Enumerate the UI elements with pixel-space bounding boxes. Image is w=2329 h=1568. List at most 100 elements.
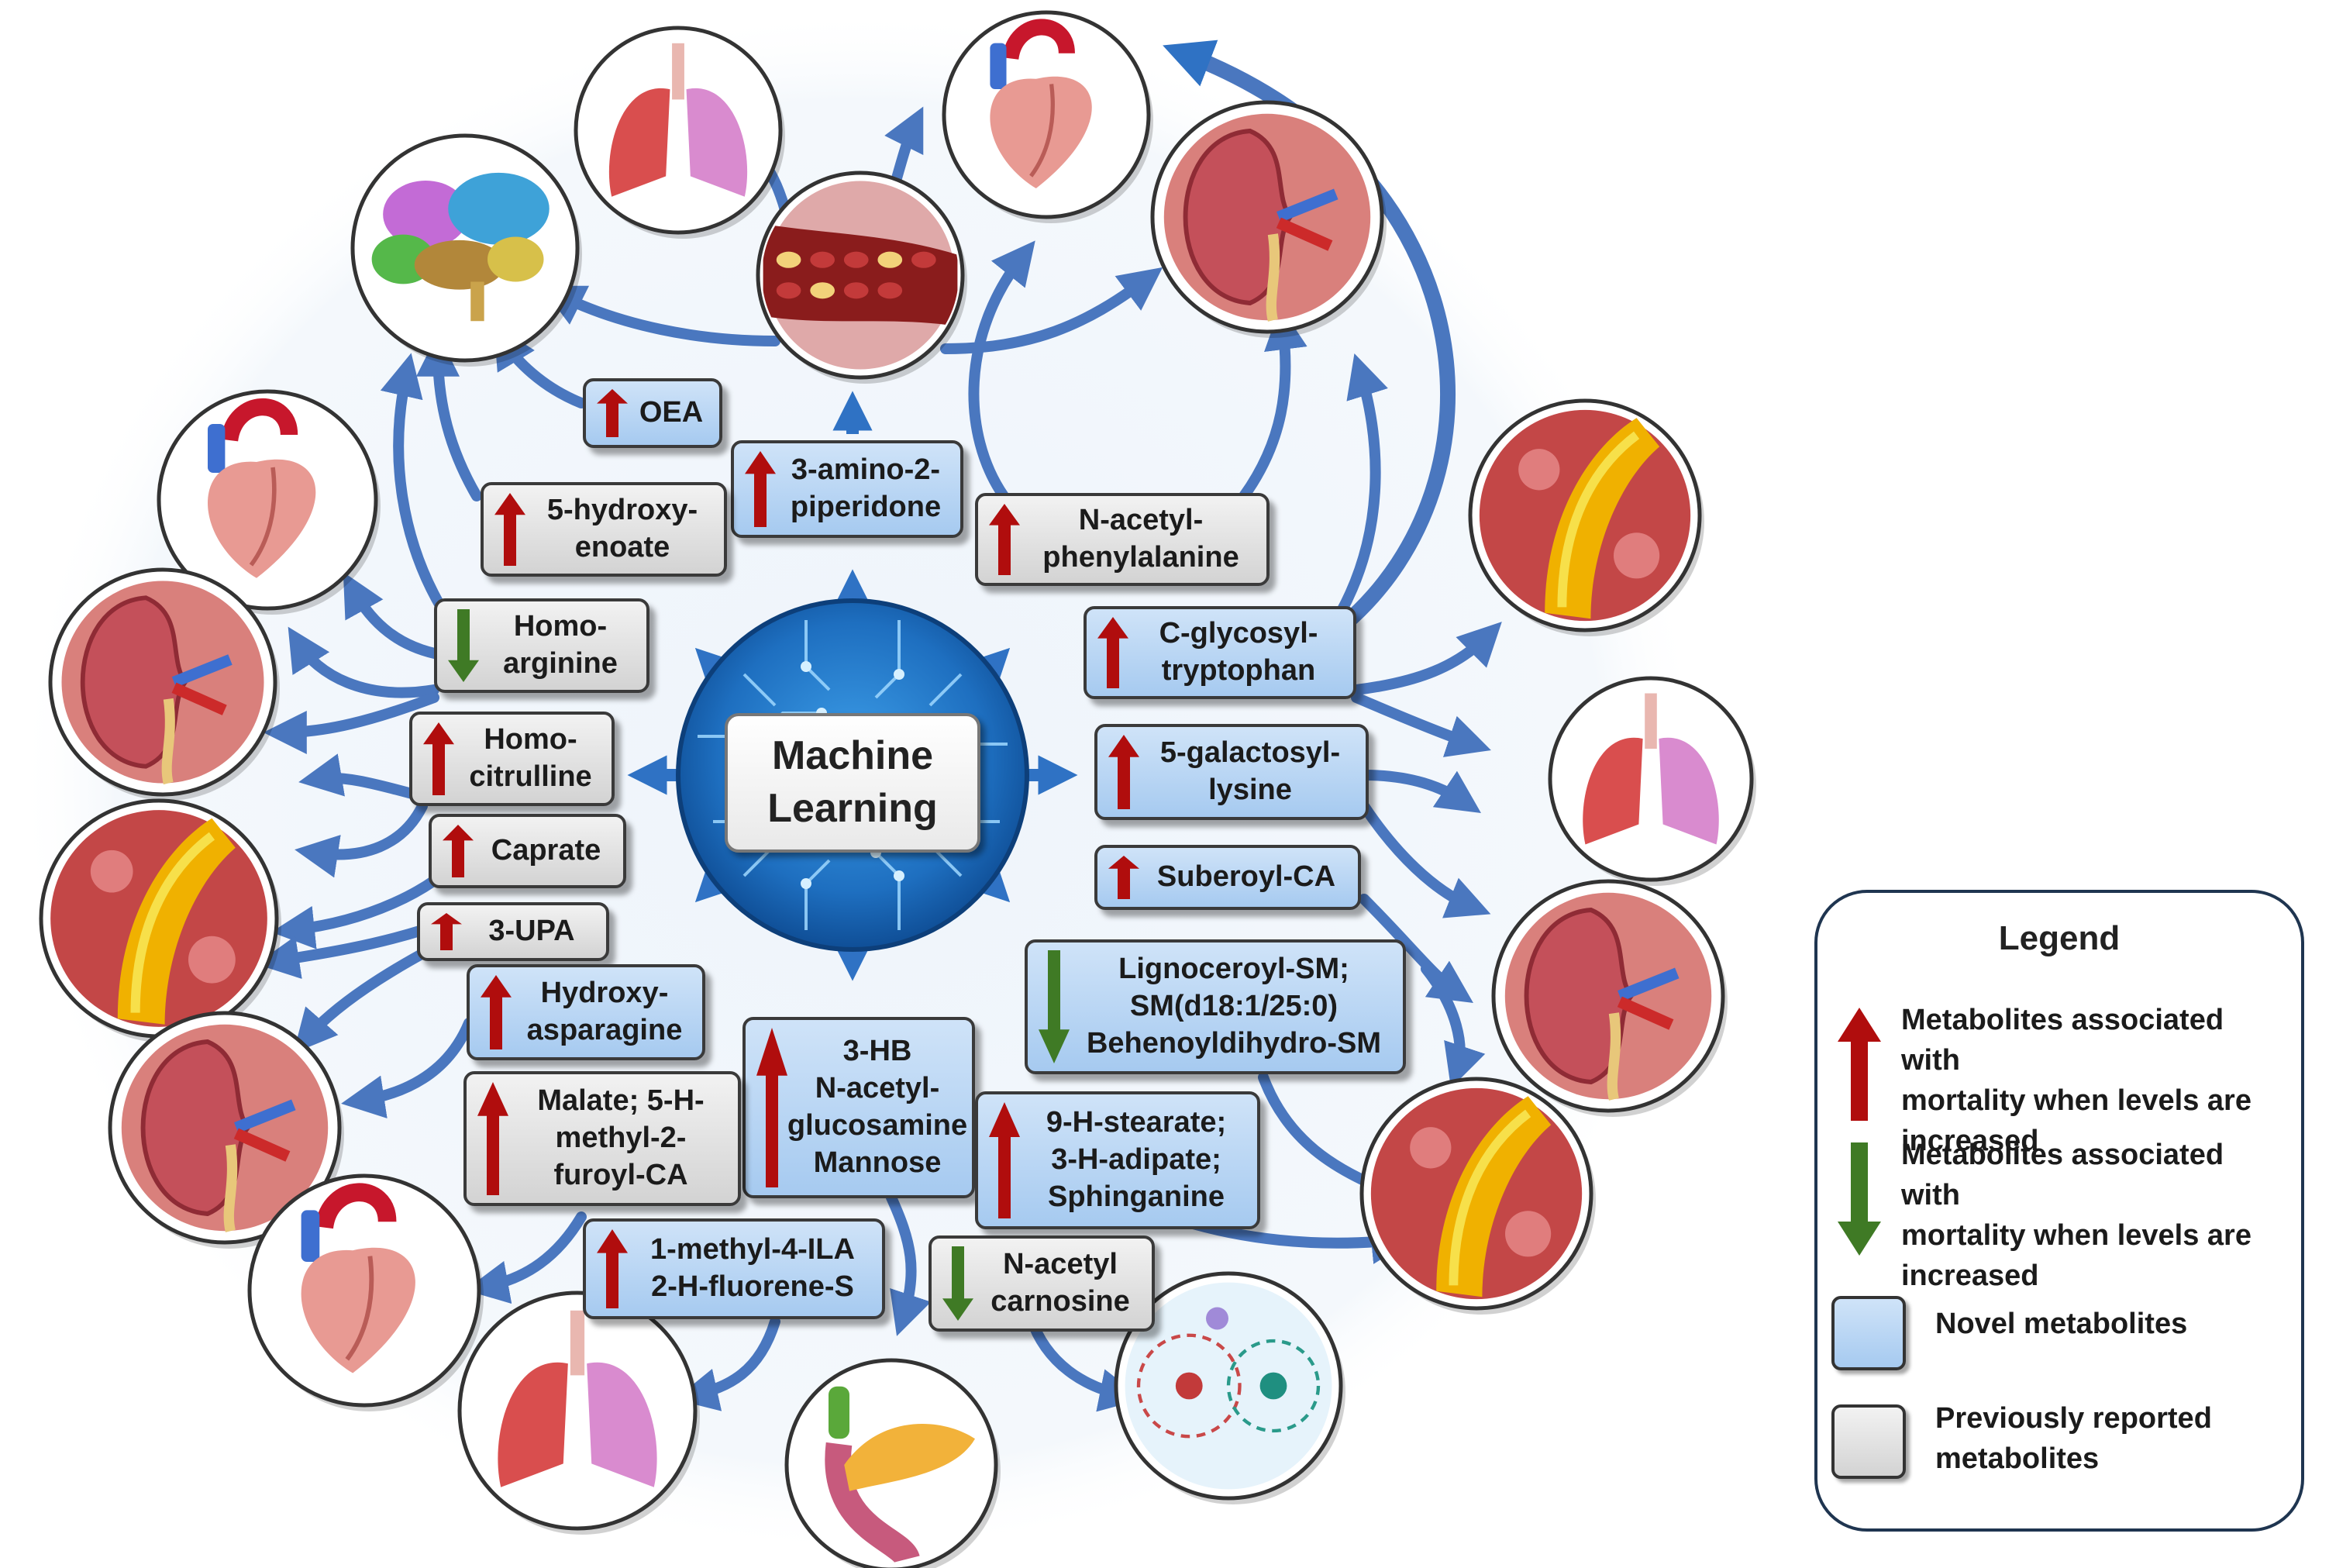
down-arrow-icon <box>448 609 479 682</box>
arrow-glycosyl-artery-right-top <box>1351 622 1502 695</box>
arrow-homoarginine-heart-left <box>343 571 447 660</box>
legend-item-novel-text: Novel metabolites <box>1935 1308 2188 1340</box>
machine-learning-label: Machine Learning <box>725 713 980 853</box>
artery-plaque-icon <box>39 798 281 1042</box>
arrow-homoarginine-kidney-left <box>288 626 439 698</box>
up-arrow-icon <box>431 913 462 950</box>
up-arrow-icon <box>989 504 1020 575</box>
artery-plaque-icon <box>1359 1077 1596 1315</box>
metabolite-box-hydroxy-asparagine: Hydroxy- asparagine <box>467 964 705 1060</box>
metabolite-label: OEA <box>639 396 704 429</box>
arrow-malate-heart-bottom <box>465 1211 587 1304</box>
up-arrow-icon <box>423 722 454 795</box>
kidney-icon <box>1150 100 1387 338</box>
heart-icon <box>157 389 381 615</box>
blood-vessel-icon <box>756 171 967 384</box>
metabolite-box-suberoyl-ca: Suberoyl-CA <box>1094 845 1361 910</box>
legend-item-down-text: Metabolites associated with mortality wh… <box>1901 1139 2251 1293</box>
down-arrow-icon <box>942 1246 973 1321</box>
arrow-kidney-right-artery-right <box>1421 963 1486 1088</box>
metabolite-label: Caprate <box>491 834 601 867</box>
up-arrow-icon <box>494 493 525 566</box>
metabolite-box-oea: OEA <box>583 378 722 448</box>
metabolite-box-glycosyl-tryptophan: C-glycosyl- tryptophan <box>1084 606 1356 699</box>
metabolite-box-acetyl-carnosine: N-acetyl carnosine <box>928 1235 1155 1332</box>
up-arrow-icon <box>1097 617 1128 688</box>
metabolite-box-caprate: Caprate <box>429 814 626 888</box>
up-arrow-icon <box>481 975 512 1049</box>
metabolite-box-hydroxy-enoate: 5-hydroxy- enoate <box>481 482 727 577</box>
metabolite-box-galactosyl-lysine: 5-galactosyl- lysine <box>1094 724 1369 820</box>
arrow-acetylphenylalanine-heart <box>968 240 1035 501</box>
heart-icon <box>247 1173 484 1411</box>
arrow-suberoyl-kidney-right <box>1359 894 1473 1003</box>
arrow-galactosyl-kidney-right <box>1359 801 1491 918</box>
metabolite-label: C-glycosyl- tryptophan <box>1159 617 1318 687</box>
legend-item-previous-text: Previously reported metabolites <box>1935 1402 2212 1476</box>
metabolite-label: 3-HB N-acetyl- glucosamine Mannose <box>787 1035 968 1179</box>
metabolite-label: 5-galactosyl- lysine <box>1159 736 1341 806</box>
metabolite-label: Malate; 5-H- methyl-2- furoyl-CA <box>537 1084 705 1191</box>
lung-icon <box>457 1291 700 1535</box>
arrow-hydroxyenoate-brain <box>416 333 482 501</box>
lung-icon <box>1548 676 1756 886</box>
arrow-homocitrulline-artery-left <box>295 801 428 878</box>
metabolite-box-upa: 3-UPA <box>417 902 609 961</box>
arrow-carnosine-molecule <box>1025 1312 1143 1412</box>
up-arrow-icon <box>745 451 776 527</box>
previous-swatch <box>1831 1404 1906 1479</box>
novel-swatch <box>1831 1296 1906 1370</box>
metabolite-label: 5-hydroxy- enoate <box>546 494 698 563</box>
up-arrow-icon <box>1108 735 1139 809</box>
metabolite-label: Hydroxy- asparagine <box>526 977 683 1046</box>
metabolite-box-stearate-adipate-sphinganine: 9-H-stearate; 3-H-adipate; Sphinganine <box>975 1091 1260 1229</box>
arrow-upa-kidney-left-low <box>293 944 436 1053</box>
metabolite-box-ila-fluorene: 1-methyl-4-ILA 2-H-fluorene-S <box>583 1218 885 1319</box>
metabolite-label: 9-H-stearate; 3-H-adipate; Sphinganine <box>1046 1106 1227 1213</box>
legend-item-up-text: Metabolites associated with mortality wh… <box>1901 1004 2251 1158</box>
metabolite-box-homocitrulline: Homo- citrulline <box>409 712 615 806</box>
metabolite-box-lignoceroyl-sm: Lignoceroyl-SM; SM(d18:1/25:0) Behenoyld… <box>1025 939 1406 1074</box>
legend-title: Legend <box>1998 919 2121 957</box>
arrow-vessel-brain <box>540 285 780 346</box>
arrow-acetylphenylalanine-kidney <box>1239 305 1307 501</box>
arrow-homoarginine-brain <box>380 353 447 614</box>
arrow-homocitrulline-kidney-left-2 <box>298 753 420 800</box>
kidney-icon <box>108 1011 344 1249</box>
arrow-glycosyl-lung-right <box>1351 692 1491 757</box>
up-arrow-icon <box>1835 1006 1884 1126</box>
up-arrow-icon <box>1108 856 1139 899</box>
metabolite-label: 3-UPA <box>488 915 575 948</box>
up-arrow-icon <box>477 1082 508 1195</box>
metabolite-label: Suberoyl-CA <box>1156 860 1336 894</box>
legend-item-down: Metabolites associated with mortality wh… <box>1835 1135 2289 1292</box>
legend-item-up: Metabolites associated with mortality wh… <box>1835 1000 2289 1157</box>
arrow-galactosyl-lung-right <box>1359 770 1481 813</box>
metabolite-box-malate-furoyl: Malate; 5-H- methyl-2- furoyl-CA <box>463 1071 741 1206</box>
up-arrow-icon <box>597 1229 628 1308</box>
brain-icon <box>350 133 582 367</box>
metabolite-box-acetyl-phenylalanine: N-acetyl- phenylalanine <box>975 493 1270 586</box>
arrow-upa-artery-left <box>256 925 428 979</box>
down-arrow-icon <box>1835 1141 1884 1261</box>
metabolite-label: Homo- citrulline <box>469 723 592 793</box>
metabolite-label: N-acetyl carnosine <box>991 1248 1130 1318</box>
metabolite-label: 1-methyl-4-ILA 2-H-fluorene-S <box>650 1233 855 1303</box>
arrow-glycosyl-kidney-top <box>1335 353 1388 618</box>
lung-icon <box>574 26 785 239</box>
metabolite-box-homoarginine: Homo- arginine <box>434 598 649 693</box>
artery-plaque-icon <box>1468 398 1704 636</box>
metabolite-box-amino-piperidone: 3-amino-2- piperidone <box>731 440 963 538</box>
up-arrow-icon <box>756 1028 787 1187</box>
up-arrow-icon <box>989 1102 1020 1218</box>
metabolite-label: 3-amino-2- piperidone <box>790 453 942 523</box>
up-arrow-icon <box>443 825 474 877</box>
metabolite-label: Homo- arginine <box>503 610 618 680</box>
metabolite-box-hb-glucosamine-mannose: 3-HB N-acetyl- glucosamine Mannose <box>742 1017 975 1198</box>
kidney-icon <box>48 567 280 801</box>
legend-item-novel: Novel metabolites <box>1831 1296 2289 1381</box>
metabolite-label: N-acetyl- phenylalanine <box>1042 504 1239 574</box>
arrow-hydroxyasparagine-kidney-left-low <box>341 1018 474 1118</box>
